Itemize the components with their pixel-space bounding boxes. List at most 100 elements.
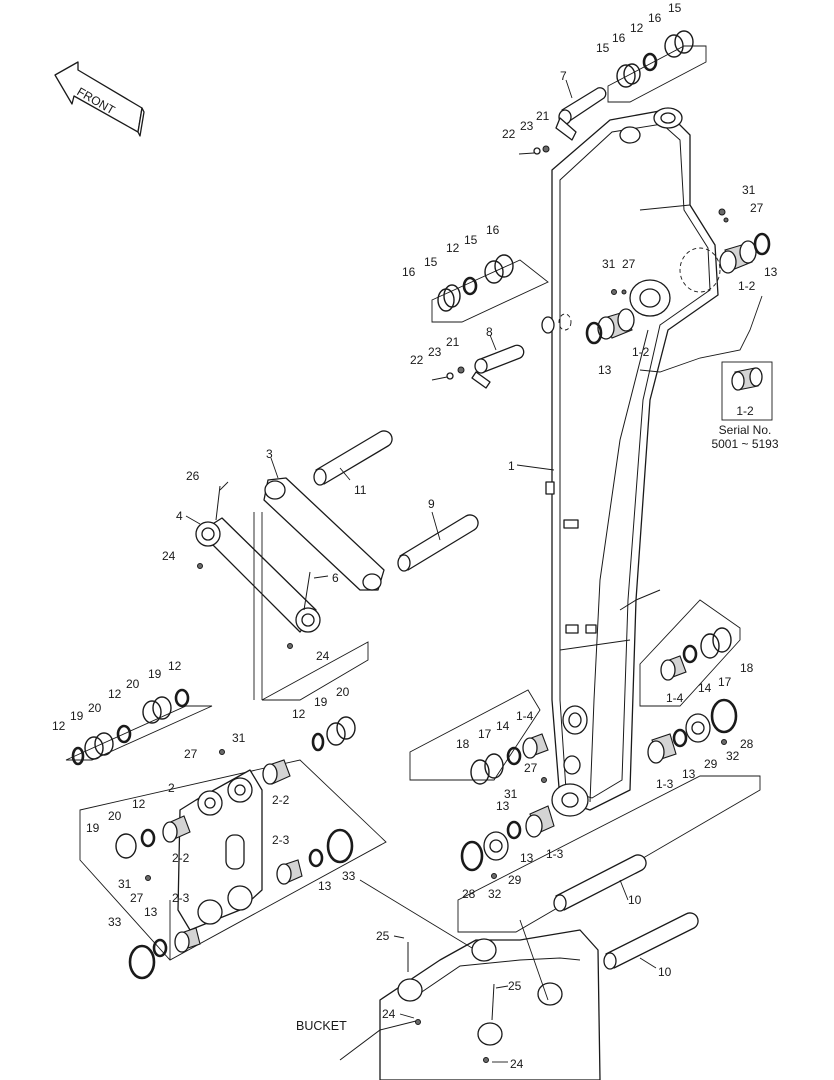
callout-22: 22 bbox=[410, 353, 424, 367]
callout-28: 28 bbox=[740, 737, 754, 751]
callout-12: 12 bbox=[108, 687, 122, 701]
callout-24: 24 bbox=[510, 1057, 524, 1071]
callout-31: 31 bbox=[504, 787, 518, 801]
callout-28: 28 bbox=[462, 887, 476, 901]
callout-27: 27 bbox=[750, 201, 764, 215]
callout-25: 25 bbox=[376, 929, 390, 943]
callout-3: 3 bbox=[266, 447, 273, 461]
washer-16-top bbox=[616, 64, 636, 88]
callout-23: 23 bbox=[520, 119, 534, 133]
callout-19: 19 bbox=[86, 821, 100, 835]
callout-15: 15 bbox=[668, 1, 682, 15]
callout-12: 12 bbox=[292, 707, 306, 721]
arm-body bbox=[541, 107, 721, 817]
callout-1-4: 1-4 bbox=[516, 709, 534, 723]
callout-27: 27 bbox=[130, 891, 144, 905]
callout-15: 15 bbox=[464, 233, 478, 247]
serial-caption-1: Serial No. bbox=[719, 423, 772, 437]
callout-19: 19 bbox=[148, 667, 162, 681]
leader-lines bbox=[185, 79, 657, 1063]
callout-13: 13 bbox=[520, 851, 534, 865]
lower-arm-pins bbox=[409, 599, 761, 933]
callout-12: 12 bbox=[52, 719, 66, 733]
bucket-link-assembly bbox=[79, 749, 387, 980]
callout-4: 4 bbox=[176, 509, 183, 523]
callout-18: 18 bbox=[740, 661, 754, 675]
callout-12: 12 bbox=[630, 21, 644, 35]
callout-17: 17 bbox=[478, 727, 492, 741]
callout-29: 29 bbox=[508, 873, 522, 887]
callout-13: 13 bbox=[496, 799, 510, 813]
callout-20: 20 bbox=[336, 685, 350, 699]
callout-31: 31 bbox=[742, 183, 756, 197]
callout-10: 10 bbox=[658, 965, 672, 979]
callout-6: 6 bbox=[332, 571, 339, 585]
callout-20: 20 bbox=[126, 677, 140, 691]
callout-27: 27 bbox=[622, 257, 636, 271]
callout-22: 22 bbox=[502, 127, 516, 141]
callout-2-2: 2-2 bbox=[272, 793, 290, 807]
callout-32: 32 bbox=[726, 749, 740, 763]
callout-16: 16 bbox=[648, 11, 662, 25]
callout-13: 13 bbox=[598, 363, 612, 377]
callout-14: 14 bbox=[496, 719, 510, 733]
callout-2: 2 bbox=[168, 781, 175, 795]
left-washer-groups bbox=[65, 641, 369, 766]
top-pin-assembly bbox=[518, 30, 707, 155]
serial-number-box: 1-2 Serial No. 5001 ~ 5193 bbox=[711, 361, 779, 451]
callout-16: 16 bbox=[486, 223, 500, 237]
callout-24: 24 bbox=[316, 649, 330, 663]
callout-15: 15 bbox=[596, 41, 610, 55]
callout-27: 27 bbox=[524, 761, 538, 775]
callout-9: 9 bbox=[428, 497, 435, 511]
callout-20: 20 bbox=[88, 701, 102, 715]
upper-right-bushing bbox=[718, 208, 771, 274]
callout-24: 24 bbox=[382, 1007, 396, 1021]
callout-15: 15 bbox=[424, 255, 438, 269]
callout-16: 16 bbox=[612, 31, 626, 45]
mid-arm-bushing bbox=[585, 289, 763, 373]
bucket-label: BUCKET bbox=[296, 1019, 347, 1033]
callout-1-3: 1-3 bbox=[656, 777, 674, 791]
callout-2-3: 2-3 bbox=[172, 891, 190, 905]
link-and-pins bbox=[195, 430, 479, 700]
callout-12: 12 bbox=[168, 659, 182, 673]
callout-18: 18 bbox=[456, 737, 470, 751]
callout-12: 12 bbox=[446, 241, 460, 255]
callout-21: 21 bbox=[536, 109, 550, 123]
callout-13: 13 bbox=[144, 905, 158, 919]
callout-31: 31 bbox=[232, 731, 246, 745]
callout-8: 8 bbox=[486, 325, 493, 339]
callout-13: 13 bbox=[318, 879, 332, 893]
bucket-pins bbox=[553, 854, 699, 970]
callout-31: 31 bbox=[602, 257, 616, 271]
callout-labels: 15 16 12 16 15 7 21 23 22 31 27 13 1-2 1… bbox=[52, 1, 778, 1071]
bucket: BUCKET bbox=[296, 879, 601, 1080]
callout-32: 32 bbox=[488, 887, 502, 901]
callout-27: 27 bbox=[184, 747, 198, 761]
callout-13: 13 bbox=[764, 265, 778, 279]
front-arrow-icon: FRONT bbox=[54, 61, 145, 137]
callout-29: 29 bbox=[704, 757, 718, 771]
callout-21: 21 bbox=[446, 335, 460, 349]
callout-7: 7 bbox=[560, 69, 567, 83]
callout-11: 11 bbox=[354, 483, 367, 497]
callout-26: 26 bbox=[186, 469, 200, 483]
callout-2-2: 2-2 bbox=[172, 851, 190, 865]
callout-1-4: 1-4 bbox=[666, 691, 684, 705]
callout-1-2: 1-2 bbox=[632, 345, 650, 359]
callout-1: 1 bbox=[508, 459, 515, 473]
callout-1-3: 1-3 bbox=[546, 847, 564, 861]
callout-33: 33 bbox=[108, 915, 122, 929]
callout-31: 31 bbox=[118, 877, 132, 891]
callout-19: 19 bbox=[70, 709, 84, 723]
callout-13: 13 bbox=[682, 767, 696, 781]
callout-16: 16 bbox=[402, 265, 416, 279]
serial-box-part-label: 1-2 bbox=[736, 404, 754, 418]
callout-24: 24 bbox=[162, 549, 176, 563]
callout-12: 12 bbox=[132, 797, 146, 811]
callout-19: 19 bbox=[314, 695, 328, 709]
callout-23: 23 bbox=[428, 345, 442, 359]
callout-25: 25 bbox=[508, 979, 522, 993]
